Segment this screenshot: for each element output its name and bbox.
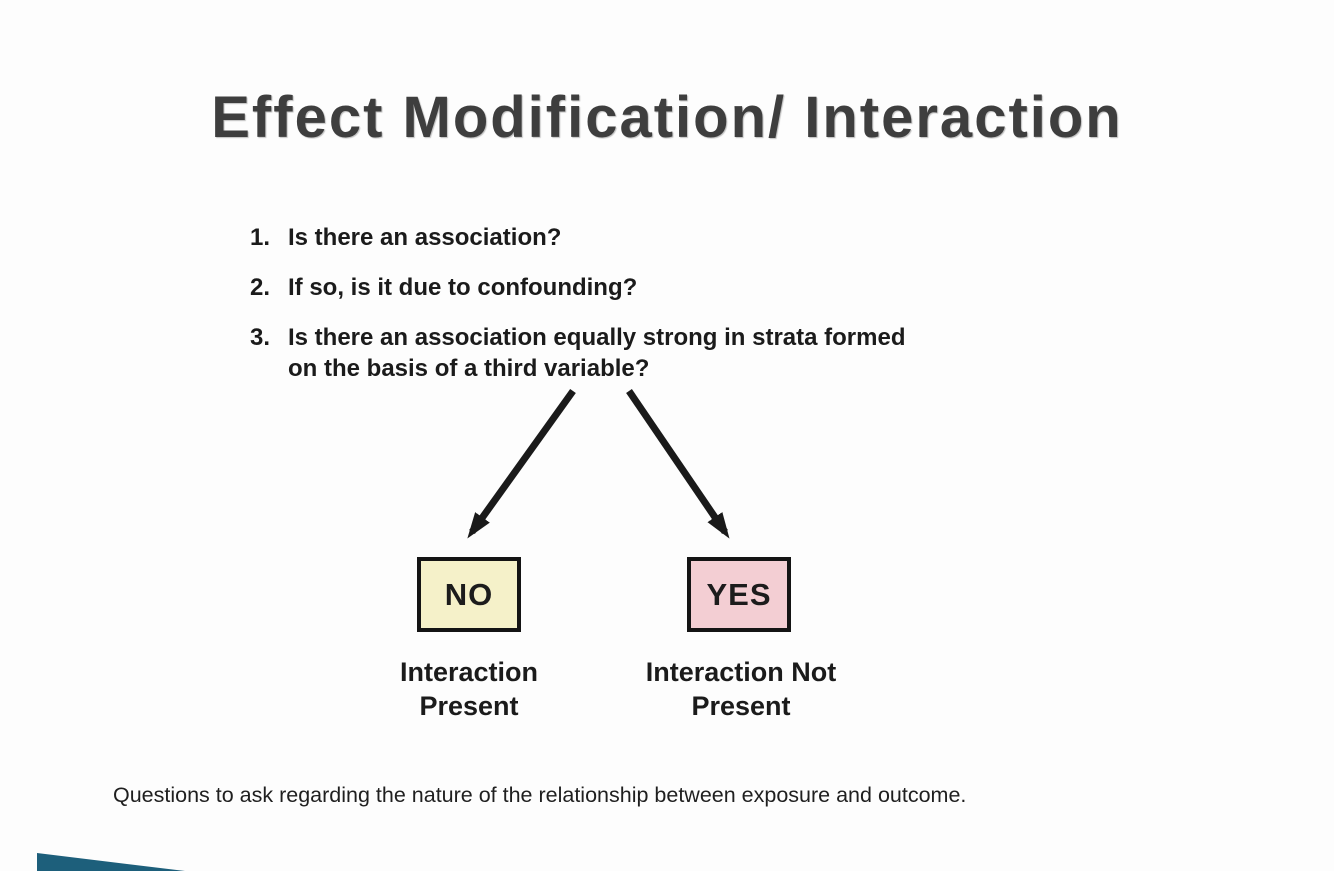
no-box-label: NO bbox=[444, 576, 494, 612]
question-number: 3. bbox=[250, 324, 271, 351]
question-number: 1. bbox=[250, 224, 271, 251]
slide-caption: Questions to ask regarding the nature of… bbox=[113, 782, 967, 807]
question-item-1: 1. Is there an association? bbox=[250, 222, 938, 253]
question-number: 2. bbox=[250, 274, 271, 301]
question-text: Is there an association equally strong i… bbox=[288, 324, 906, 382]
yes-box-label: YES bbox=[706, 576, 772, 612]
yes-result-label: Interaction Not Present bbox=[645, 657, 837, 721]
yes-box: YES bbox=[687, 557, 791, 632]
no-box: NO bbox=[417, 557, 521, 632]
arrow-to-no-icon bbox=[467, 388, 576, 539]
question-list: 1. Is there an association? 2. If so, is… bbox=[250, 222, 938, 403]
corner-triangle-decoration bbox=[37, 853, 185, 871]
arrow-to-yes-icon bbox=[626, 389, 730, 539]
question-item-3: 3. Is there an association equally stron… bbox=[250, 322, 938, 384]
question-item-2: 2. If so, is it due to confounding? bbox=[250, 272, 938, 303]
no-result-label: Interaction Present bbox=[399, 657, 539, 721]
slide-title: Effect Modification/ Interaction bbox=[211, 85, 1123, 150]
question-text: If so, is it due to confounding? bbox=[288, 274, 638, 301]
branch-arrows bbox=[467, 388, 730, 539]
question-text: Is there an association? bbox=[288, 224, 562, 251]
